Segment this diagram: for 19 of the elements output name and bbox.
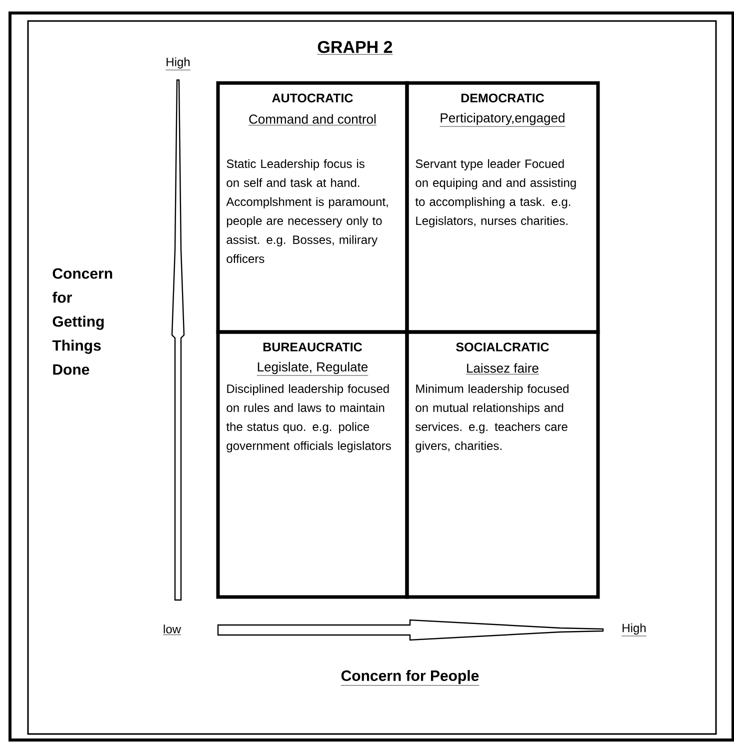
axis-label: High: [165, 57, 191, 70]
axis-label: High: [621, 623, 647, 636]
axis-title: Concern for Getting Things Done: [52, 268, 112, 375]
quadrant-heading: BUREAUCRATIC: [263, 342, 362, 352]
quadrant-heading: AUTOCRATIC: [272, 94, 353, 102]
quadrant-description: Minimum leadership focused on mutual relationships and services. e.g. teachers care givers, charities.: [416, 384, 568, 452]
quadrant-subtitle: Command and control: [248, 114, 377, 126]
quadrant-subtitle: Perticipatory,engaged: [440, 112, 566, 127]
quadrant-box: [405, 330, 600, 599]
quadrant-subtitle: Legislate, Regulate: [256, 362, 368, 376]
axis-title: Concern for People: [340, 670, 480, 686]
quadrant-description: Disciplined leadership focused on rules and laws to maintain the status quo. e.g. police government officials legislators: [226, 384, 391, 452]
quadrant-subtitle: Laissez faire: [466, 363, 540, 374]
quadrant-heading: DEMOCRATIC: [461, 94, 544, 102]
quadrant-description: Servant type leader Focued on equiping and and assisting to accomplishing a task. e.g. Legislators, nurses charities.: [415, 159, 576, 228]
quadrant-heading: SOCIALCRATIC: [456, 342, 549, 352]
title: GRAPH 2: [317, 40, 393, 55]
quadrant-description: Static Leadership focus is on self and task at hand. Accomplshment is paramount, people are necessery only to assist. e.g. Bosses, milirary officers: [226, 159, 388, 263]
axis-label: low: [162, 624, 182, 635]
